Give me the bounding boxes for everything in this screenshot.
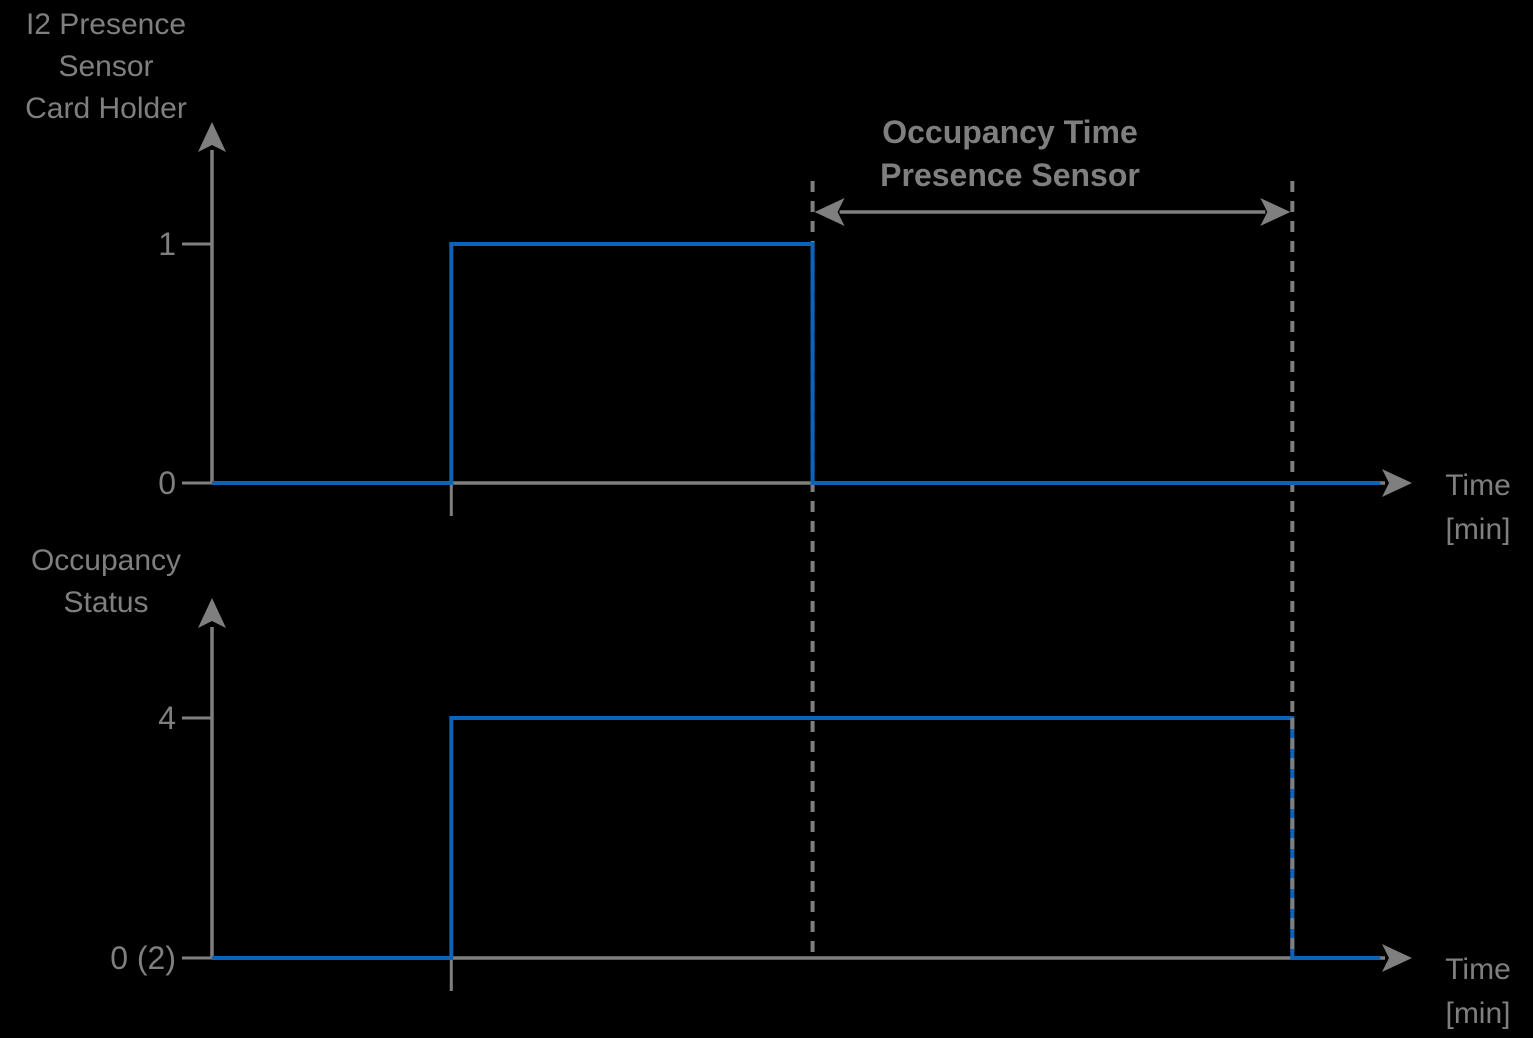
top-chart-ytick-label-1: 1 — [158, 226, 176, 262]
bottom-x-axis-title-line: Time — [1445, 953, 1511, 986]
top-y-axis-title-line: I2 Presence — [25, 8, 187, 41]
top-x-axis-title: Time [min] — [1418, 464, 1533, 552]
bottom-y-axis-title-line: Status — [63, 586, 149, 619]
annotation-title-line: Presence Sensor — [880, 157, 1140, 193]
top-y-axis-arrow-head — [198, 122, 226, 152]
top-x-axis-arrow-head — [1382, 469, 1412, 497]
bottom-signal-line — [212, 716, 1381, 960]
top-x-axis-title-line: [min] — [1445, 513, 1511, 546]
top-x-axis-title-line: Time — [1445, 469, 1511, 502]
occupancy-span-arrow-head-left — [814, 198, 845, 226]
occupancy-span-arrow-head-right — [1260, 198, 1291, 226]
bottom-y-axis-title-line: Occupancy — [30, 544, 182, 577]
top-y-axis-title-line: Sensor — [58, 50, 154, 83]
top-signal-line — [212, 242, 1381, 485]
bottom-x-axis-arrow-head — [1382, 944, 1412, 972]
bottom-x-axis-title-line: [min] — [1445, 997, 1511, 1030]
bottom-y-axis-title: Occupancy Status — [0, 540, 212, 624]
top-y-axis-title-line: Card Holder — [25, 92, 187, 125]
top-y-axis-title: I2 Presence Sensor Card Holder — [0, 4, 212, 130]
bottom-x-axis-title: Time [min] — [1418, 948, 1533, 1036]
bottom-y-axis-arrow-head — [198, 598, 226, 628]
bottom-chart-ytick-label-0-2: 0 (2) — [110, 940, 176, 976]
bottom-chart-ytick-label-4: 4 — [158, 700, 176, 736]
top-chart-ytick-label-0: 0 — [158, 465, 176, 501]
occupancy-time-annotation-title: Occupancy Time Presence Sensor — [760, 111, 1260, 197]
annotation-title-line: Occupancy Time — [882, 114, 1138, 150]
